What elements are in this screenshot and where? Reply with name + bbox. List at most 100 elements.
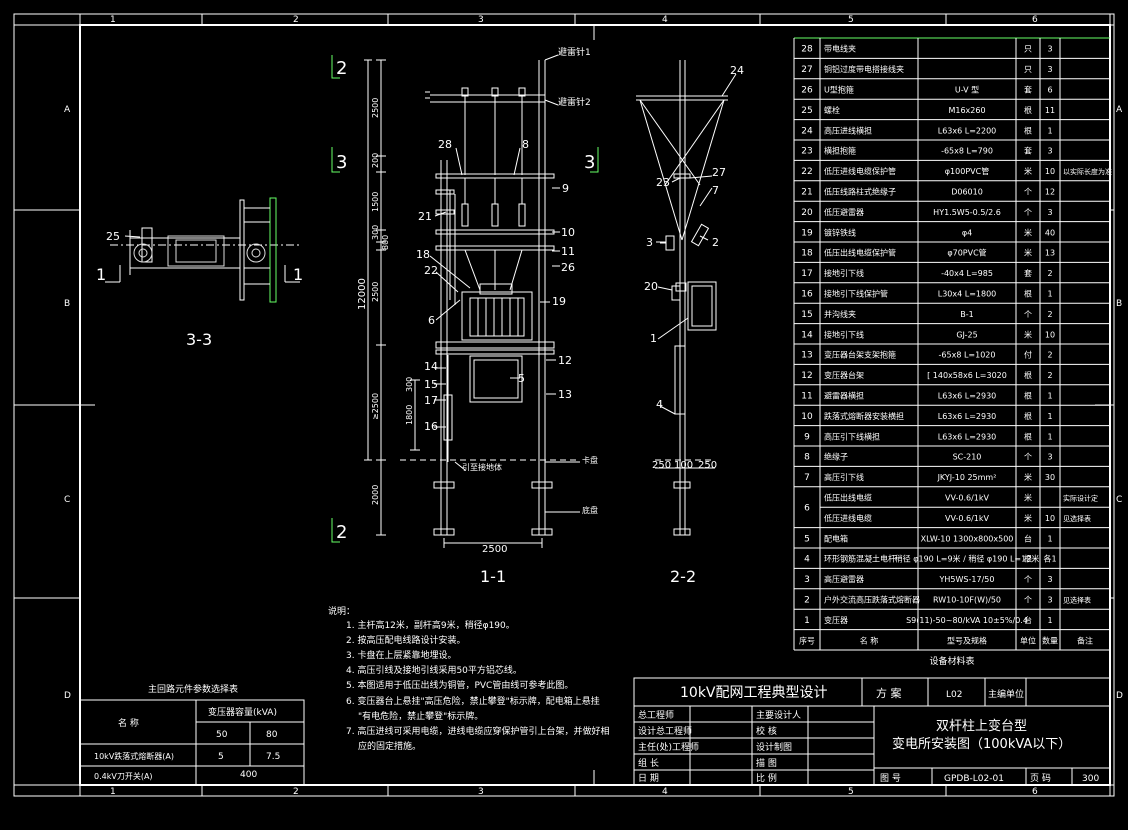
col-number: 1 (110, 787, 116, 797)
callout-ground-lead: 引至接地体 (462, 462, 502, 472)
callout-chuck: 卡盘 (582, 455, 598, 465)
material-name: 变压器 (824, 615, 848, 625)
material-name: 避雷器横担 (824, 391, 864, 401)
view-label-1-1: 1-1 (480, 567, 506, 586)
header-no: 序号 (799, 635, 815, 645)
dim-2500-mid: 2500 (371, 282, 380, 302)
header-unit: 单位 (1020, 635, 1036, 645)
row-letter: D (1116, 691, 1123, 701)
material-name: 环形钢筋混凝土电杆 (824, 554, 896, 564)
material-unit: 个 (1024, 453, 1032, 462)
material-no: 7 (804, 473, 810, 483)
dim-2500-low: ≥2500 (371, 393, 380, 420)
material-no: 11 (801, 392, 812, 402)
page-no: 300 (1082, 774, 1099, 784)
callout-8: 8 (522, 138, 529, 151)
material-spec: [ 140x58x6 L=3020 (927, 371, 1007, 380)
material-no: 3 (804, 575, 810, 585)
callout-22: 22 (424, 264, 438, 277)
col-number: 6 (1032, 15, 1038, 25)
row-letter: C (64, 495, 70, 505)
notes-block: 说明： 1. 主杆高12米，副杆高9米，稍径φ190。 2. 按高压配电线路设计… (328, 605, 609, 752)
material-qty: 1 (1047, 616, 1052, 625)
callout-15: 15 (424, 378, 438, 391)
material-unit: 米 (1024, 513, 1032, 523)
role-a: 主任(处)工程师 (638, 741, 699, 753)
view-1-1 (331, 54, 599, 548)
material-spec: S9(11)-50~80/kVA 10±5%/0.4 (906, 616, 1028, 625)
param-row-value: 5 (218, 752, 224, 762)
material-qty: 2 (1047, 351, 1052, 360)
material-name: U型抱箍 (824, 85, 854, 95)
callout-lightning-2: 避雷针2 (558, 96, 591, 108)
material-name: 低压进线电缆保护管 (824, 166, 896, 176)
material-name: 高压引下线 (824, 472, 864, 482)
materials-caption: 设备材料表 (929, 655, 974, 667)
material-no: 19 (801, 228, 813, 238)
callout-11: 11 (561, 245, 575, 258)
section-mark-1: 1 (96, 265, 106, 284)
header-note: 备注 (1077, 635, 1093, 645)
material-name: 低压出线电缆 (824, 493, 872, 503)
callout-26: 26 (561, 261, 575, 274)
callout-27: 27 (712, 166, 726, 179)
role-a: 总工程师 (638, 709, 674, 721)
material-name: 镀锌铁线 (824, 227, 856, 237)
material-no: 13 (801, 351, 812, 361)
material-unit: 套 (1024, 85, 1032, 95)
material-spec: -40x4 L=985 (941, 269, 993, 278)
material-spec: L63x6 L=2930 (938, 432, 997, 441)
material-no: 21 (801, 188, 812, 198)
material-qty: 3 (1047, 147, 1052, 156)
material-unit: 根 (1024, 125, 1032, 135)
section-mark-1: 1 (293, 265, 303, 284)
material-unit: 米 (1024, 329, 1032, 339)
material-spec: RW10-10F(W)/50 (933, 596, 1001, 605)
dim-2500-top: 2500 (371, 98, 380, 118)
material-name: 跌落式熔断器安装横担 (824, 411, 904, 421)
callout-5: 5 (518, 372, 525, 385)
material-no: 25 (801, 106, 812, 116)
material-unit: 个 (1024, 575, 1032, 584)
material-unit: 个 (1024, 596, 1032, 605)
material-unit: 根 (1024, 105, 1032, 115)
param-row-name: 0.4kV刀开关(A) (94, 771, 153, 781)
header-spec: 型号及规格 (947, 635, 987, 645)
role-b: 描 图 (756, 757, 777, 769)
param-row-name: 10kV跌落式熔断器(A) (94, 751, 174, 761)
material-unit: 个 (1024, 188, 1032, 197)
material-unit: 根 (1024, 431, 1032, 441)
material-qty: 2 (1047, 269, 1052, 278)
material-no: 8 (804, 453, 810, 463)
material-spec: φ70PVC管 (947, 248, 986, 258)
callout-17: 17 (424, 394, 438, 407)
material-unit: 根 (1024, 554, 1032, 564)
material-name: 高压引下线横担 (824, 431, 880, 441)
material-qty: 3 (1047, 65, 1052, 74)
role-b: 设计制图 (756, 741, 792, 753)
scheme-label: 方 案 (876, 686, 902, 700)
col-number: 2 (293, 787, 299, 797)
material-name: 低压进线电缆 (824, 513, 872, 523)
note-line: 3. 卡盘在上层紧靠地埋设。 (346, 649, 456, 661)
material-qty: 40 (1045, 228, 1055, 237)
material-spec: 稍径 φ190 L=9米 / 稍径 φ190 L=12米 (895, 554, 1040, 564)
dim-300: 300 (371, 225, 380, 240)
material-spec: φ4 (962, 228, 972, 237)
dim-1800: 1800 (405, 405, 414, 425)
material-qty: 10 (1045, 330, 1055, 339)
dim-800: 800 (381, 235, 390, 250)
material-unit: 个 (1024, 208, 1032, 217)
material-name: 户外交流高压跌落式熔断器 (824, 595, 920, 605)
scheme-value: L02 (946, 690, 962, 700)
material-qty: 3 (1047, 45, 1052, 54)
dim-250-right: 250 (698, 460, 717, 471)
material-name: 带电线夹 (824, 44, 856, 54)
material-unit: 米 (1024, 166, 1032, 176)
section-mark-3: 3 (336, 152, 347, 173)
col-number: 3 (478, 787, 484, 797)
material-spec: -65x8 L=1020 (939, 351, 996, 360)
material-spec: VV-0.6/1kV (945, 514, 990, 523)
